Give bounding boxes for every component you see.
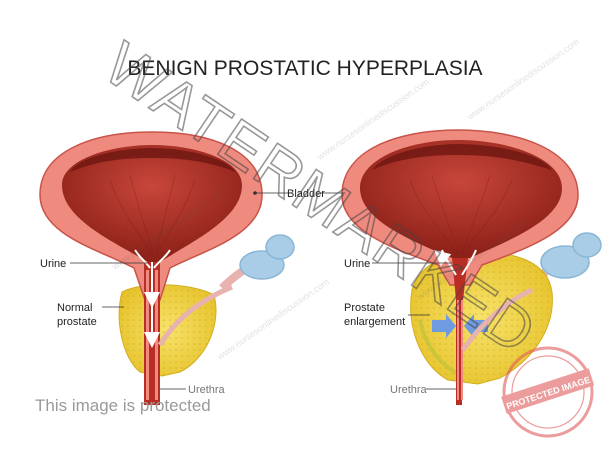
protected-stamp: PROTECTED IMAGE bbox=[501, 346, 595, 438]
svg-text:enlargement: enlargement bbox=[344, 316, 405, 328]
urethra-right bbox=[452, 258, 468, 405]
enlarged-anatomy bbox=[341, 129, 602, 405]
svg-text:prostate: prostate bbox=[57, 316, 97, 328]
svg-text:Urethra: Urethra bbox=[188, 384, 226, 396]
label-urethra-right: Urethra bbox=[390, 384, 456, 396]
label-normal-prostate: Normal prostate bbox=[57, 302, 124, 328]
normal-anatomy bbox=[39, 131, 295, 405]
compression-arrow-left bbox=[432, 314, 456, 338]
svg-text:Prostate: Prostate bbox=[344, 302, 385, 314]
label-urine-right: Urine bbox=[344, 258, 452, 270]
svg-text:Urethra: Urethra bbox=[390, 384, 428, 396]
protected-notice: This image is protected bbox=[35, 396, 211, 415]
compression-arrow-right bbox=[464, 314, 488, 338]
label-prostate-enlargement: Prostate enlargement bbox=[344, 302, 430, 328]
label-bladder: Bladder bbox=[253, 188, 345, 200]
label-bladder-text: Bladder bbox=[287, 188, 325, 200]
svg-text:Urine: Urine bbox=[40, 258, 66, 270]
label-urethra-left: Urethra bbox=[160, 384, 226, 396]
svg-text:Normal: Normal bbox=[57, 302, 92, 314]
label-urine-left: Urine bbox=[40, 258, 148, 270]
svg-text:Urine: Urine bbox=[344, 258, 370, 270]
seminal-vesicle-left bbox=[219, 234, 295, 291]
diagram-title: BENIGN PROSTATIC HYPERPLASIA bbox=[127, 57, 482, 80]
